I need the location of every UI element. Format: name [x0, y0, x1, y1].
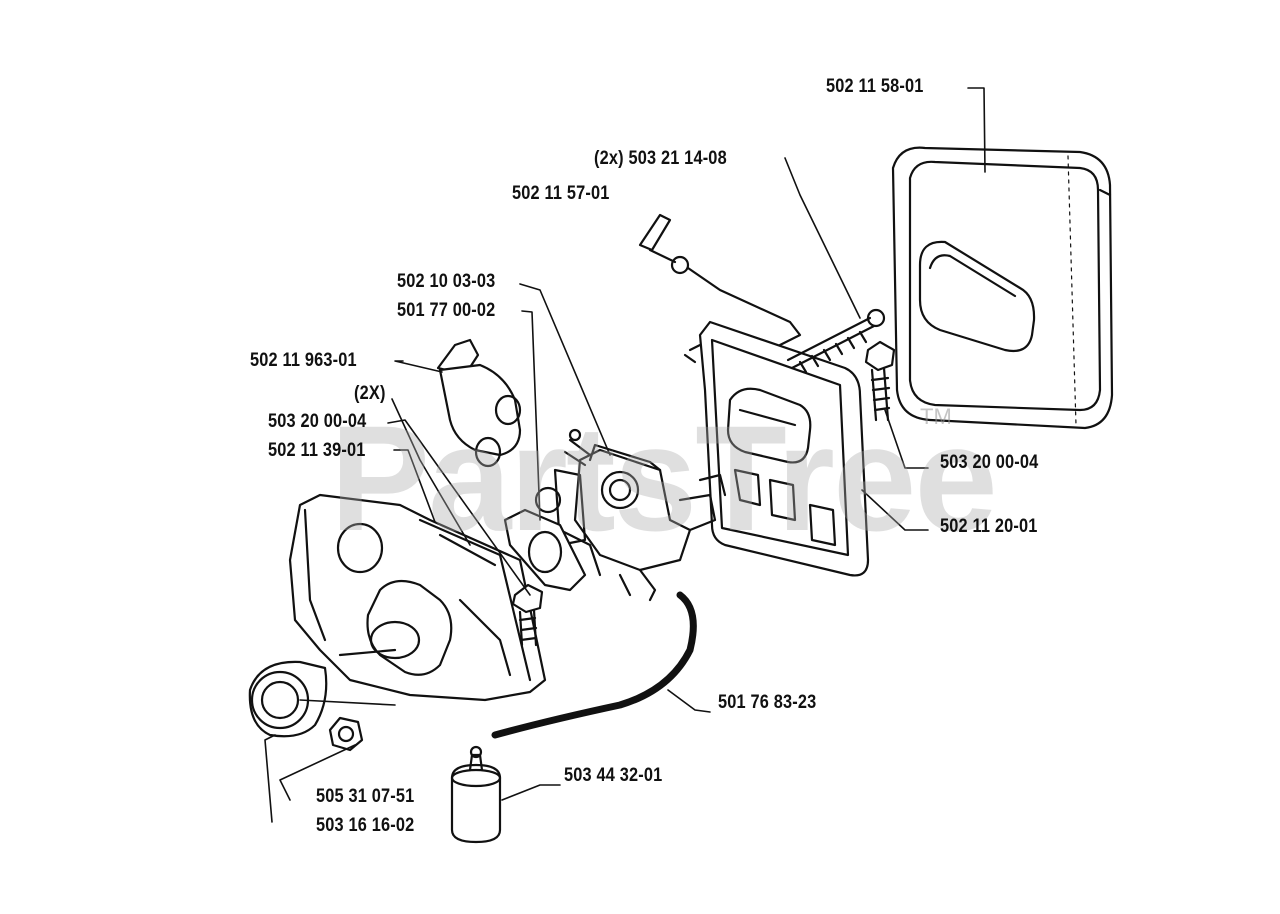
label-fuel-filter[interactable]: 503 44 32-01: [564, 765, 663, 786]
choke-knob-drawing: [638, 213, 802, 347]
intake-plate-drawing: [288, 493, 547, 702]
filter-holder-drawing: [683, 320, 870, 577]
trademark-mark: TM: [920, 404, 952, 429]
leader-lines: [264, 87, 986, 823]
label-air-filter[interactable]: 502 11 58-01: [826, 76, 924, 97]
left-screw-drawing: [511, 583, 544, 647]
label-choke-knob[interactable]: 502 11 57-01: [512, 183, 610, 204]
label-qty-2x: (2X): [354, 383, 386, 404]
label-screw-right[interactable]: 503 20 00-04: [940, 452, 1039, 473]
air-filter-drawing: [891, 146, 1114, 430]
intake-boot-drawing: [436, 338, 522, 468]
fuel-hose-drawing: [491, 591, 697, 739]
gasket-drawing: [503, 508, 587, 592]
long-screw-drawing: [786, 308, 886, 374]
label-gasket-2[interactable]: 501 77 00-02: [397, 300, 496, 321]
label-nut[interactable]: 505 31 07-51: [316, 786, 415, 807]
watermark-text: PartsTree: [330, 394, 998, 562]
label-fuel-hose[interactable]: 501 76 83-23: [718, 692, 817, 713]
right-screw-drawing: [864, 340, 896, 422]
label-filter-holder[interactable]: 502 11 20-01: [940, 516, 1038, 537]
label-intake-plate[interactable]: 502 11 39-01: [268, 440, 366, 461]
grommet-drawing: [248, 660, 328, 738]
label-gasket-1[interactable]: 502 10 03-03: [397, 271, 496, 292]
fuel-filter-drawing: [450, 745, 502, 844]
label-screw-2x[interactable]: (2x) 503 21 14-08: [594, 148, 727, 169]
nut-drawing: [328, 716, 364, 752]
label-grommet[interactable]: 503 16 16-02: [316, 815, 415, 836]
label-screw-left[interactable]: 503 20 00-04: [268, 411, 367, 432]
label-intake-boot[interactable]: 502 11 963-01: [250, 350, 357, 371]
